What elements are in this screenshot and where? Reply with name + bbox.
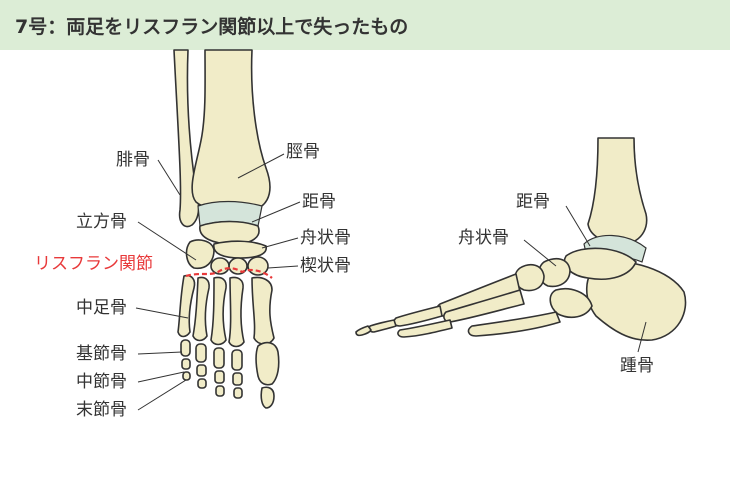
front-metatarsal-1 [251, 276, 275, 345]
side-phalanx-middle [368, 319, 397, 333]
front-toe2-middle [232, 372, 243, 386]
side-metatarsal-2 [443, 289, 525, 323]
front-toe2-distal [233, 387, 243, 399]
label-navicular-side: 舟状骨 [458, 228, 509, 248]
front-toe4-distal [197, 378, 207, 389]
front-toe5-middle [181, 358, 191, 370]
label-cuboid: 立方骨 [76, 212, 127, 232]
front-navicular [213, 240, 267, 259]
front-lisfranc-line [185, 267, 273, 279]
front-toe4-middle [196, 364, 207, 377]
front-toe3-middle [214, 370, 225, 384]
side-view-foot [355, 137, 687, 341]
side-phalanx-distal [355, 325, 372, 337]
front-big-toe-proximal [255, 341, 280, 386]
label-navicular-front: 舟状骨 [300, 228, 351, 248]
front-big-toe-distal [260, 386, 275, 409]
label-metatarsal: 中足骨 [76, 298, 127, 318]
label-fibula: 腓骨 [116, 150, 150, 170]
header-bar: 7号：両足をリスフラン関節以上で失ったもの [0, 0, 730, 50]
side-metatarsal-5 [467, 311, 561, 337]
front-talus [199, 220, 260, 245]
front-leader-lines [135, 153, 301, 411]
front-metatarsal-4 [192, 276, 210, 342]
side-phalanx-lateral [397, 319, 453, 338]
label-proximal-phalanx: 基節骨 [76, 344, 127, 364]
front-toe3-distal [215, 385, 225, 397]
front-metatarsal-5 [177, 274, 196, 338]
label-talus-front: 距骨 [302, 192, 336, 212]
front-cuneiform-1 [247, 256, 269, 276]
front-toe5-distal [182, 371, 191, 381]
front-metatarsal-3 [210, 276, 227, 346]
front-toe2-proximal [231, 349, 243, 371]
front-tibia [191, 49, 271, 211]
label-distal-phalanx: 末節骨 [76, 400, 127, 420]
label-tibia: 脛骨 [286, 142, 320, 162]
front-view-foot [173, 49, 280, 409]
side-cuboid [549, 288, 593, 319]
page-title: 7号：両足をリスフラン関節以上で失ったもの [15, 16, 409, 38]
front-toe4-proximal [195, 343, 207, 363]
label-lisfranc-joint: リスフラン関節 [34, 254, 153, 274]
front-metatarsal-2 [228, 276, 245, 348]
front-cuneiform-3 [210, 257, 230, 275]
side-tibia [587, 137, 648, 245]
label-talus-side: 距骨 [516, 192, 550, 212]
front-toe5-proximal [180, 339, 191, 357]
front-toe3-proximal [213, 347, 225, 369]
front-cuboid [185, 239, 215, 270]
label-cuneiform: 楔状骨 [300, 256, 351, 276]
label-calcaneus: 踵骨 [620, 356, 654, 376]
side-leader-lines [523, 205, 647, 353]
label-middle-phalanx: 中節骨 [76, 372, 127, 392]
